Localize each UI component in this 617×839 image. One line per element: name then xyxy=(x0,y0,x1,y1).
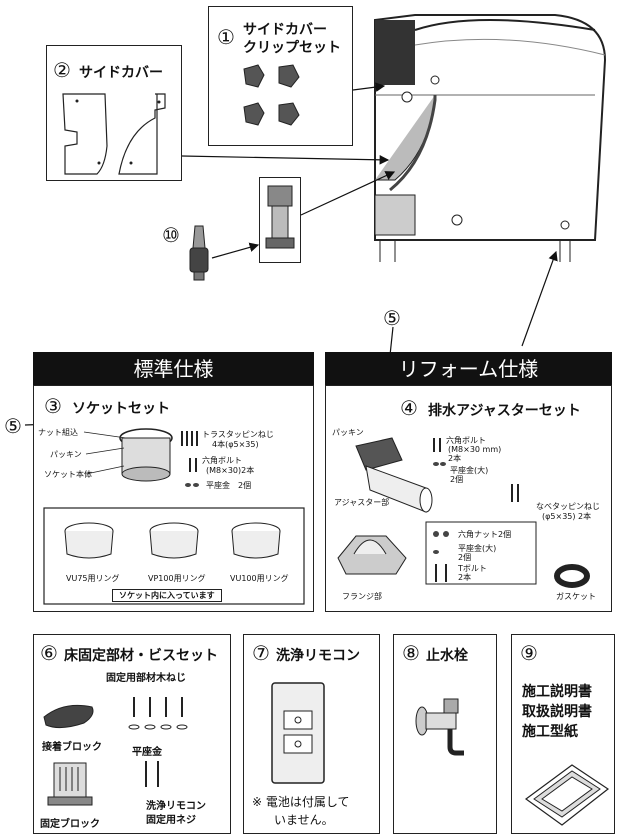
remote-title: 洗浄リモコン xyxy=(276,648,360,664)
wood-screw-label: 固定用部材木ねじ xyxy=(106,673,186,684)
battery-note-2: いません。 xyxy=(274,813,334,827)
manual-item-1: 施工説明書 xyxy=(522,684,592,700)
remote-screw-label-1: 洗浄リモコン xyxy=(146,801,206,812)
hex-nut-label: 六角ナット2個 xyxy=(458,530,512,539)
nut-label: ナット組込 xyxy=(38,428,78,437)
valve-number: ⑩ xyxy=(162,223,180,247)
ring-vu75-label: VU75用リング xyxy=(66,574,120,583)
flange-label: フランジ部 xyxy=(342,592,382,601)
callout-5-left: ⑤ xyxy=(4,414,22,438)
washer-large2-qty: 2個 xyxy=(458,553,472,562)
truss-screw-label: トラスタッピンねじ xyxy=(202,430,274,439)
flat-washer-label-floor: 平座金 xyxy=(132,747,162,758)
stop-valve-box: ⑧ 止水栓 xyxy=(393,634,497,834)
floor-set-number: ⑥ xyxy=(40,641,58,665)
pan-screw-label: なべタッピンねじ xyxy=(536,502,600,511)
socket-drawing xyxy=(43,428,305,605)
side-cover-shapes xyxy=(62,93,166,175)
manual-item-2: 取扱説明書 xyxy=(522,704,592,720)
socket-packing-label: パッキン xyxy=(50,450,82,459)
connector-closeup xyxy=(259,177,301,263)
side-cover-title: サイドカバー xyxy=(79,65,163,81)
socket-inside-note: ソケット内に入っています xyxy=(112,589,222,602)
adj-washer-label: 平座金(大) xyxy=(450,466,489,475)
clip-set-box: ① サイドカバー クリップセット xyxy=(208,6,353,146)
t-bolt-label: Tボルト xyxy=(458,564,487,573)
hex-bolt-qty: (M8×30)2本 xyxy=(206,466,255,475)
stop-valve-title: 止水栓 xyxy=(426,648,468,664)
valve-icon xyxy=(186,224,212,282)
adj-hex-bolt-count: 2本 xyxy=(448,454,462,463)
stop-valve-number: ⑧ xyxy=(402,641,420,665)
socket-set-number: ③ xyxy=(44,394,62,418)
floor-set-drawing xyxy=(43,697,188,806)
adjuster-part-label: アジャスター部 xyxy=(334,498,390,507)
floor-set-box: ⑥ 床固定部材・ビスセット 固定用部材木ねじ 接着ブロック 平座金 固定ブロック… xyxy=(33,634,231,834)
clip-icons xyxy=(243,64,300,126)
socket-body-label: ソケット本体 xyxy=(44,470,92,479)
standard-spec-box: ③ ソケットセット ナット組込 パッキン ソケット本体 トラスタッピンねじ 4本… xyxy=(33,385,314,612)
adhesive-block-label: 接着ブロック xyxy=(42,742,102,753)
standard-spec-header: 標準仕様 xyxy=(33,352,314,386)
adj-hex-bolt-qty: (M8×30 mm) xyxy=(448,445,502,454)
truss-screw-qty: 4本(φ5×35) xyxy=(212,440,259,449)
fixing-block-label: 固定ブロック xyxy=(40,819,100,830)
reform-spec-header: リフォーム仕様 xyxy=(325,352,612,386)
reform-spec-box: ④ 排水アジャスターセット パッキン アジャスター部 六角ボルト (M8×30 … xyxy=(325,385,612,612)
clip-set-title-1: サイドカバー xyxy=(243,22,327,38)
stop-valve-drawing xyxy=(415,698,464,756)
manual-item-3: 施工型紙 xyxy=(522,724,578,740)
remote-number: ⑦ xyxy=(252,641,270,665)
t-bolt-qty: 2本 xyxy=(458,573,472,582)
side-cover-box: ② サイドカバー xyxy=(46,45,182,181)
remote-box: ⑦ 洗浄リモコン ※ 電池は付属して いません。 xyxy=(243,634,380,834)
battery-note-1: ※ 電池は付属して xyxy=(252,795,350,809)
manuals-number: ⑨ xyxy=(520,641,538,665)
adj-hex-bolt-label: 六角ボルト xyxy=(446,436,486,445)
gasket-label: ガスケット xyxy=(556,592,596,601)
ring-vu100-label: VU100用リング xyxy=(230,574,289,583)
toilet-illustration xyxy=(355,0,617,270)
washer-large2-label: 平座金(大) xyxy=(458,544,497,553)
adjuster-set-number: ④ xyxy=(400,396,418,420)
adjuster-packing-label: パッキン xyxy=(332,428,364,437)
floor-set-title: 床固定部材・ビスセット xyxy=(64,648,218,664)
manuals-drawing xyxy=(524,764,610,826)
pan-screw-qty: (φ5×35) 2本 xyxy=(542,512,592,521)
remote-screw-label-2: 固定用ネジ xyxy=(146,815,196,826)
ring-vp100-label: VP100用リング xyxy=(148,574,206,583)
clip-set-number: ① xyxy=(217,25,235,49)
flat-washer-label: 平座金 2個 xyxy=(206,481,252,490)
callout-5-top: ⑤ xyxy=(383,306,401,330)
side-cover-number: ② xyxy=(53,58,71,82)
adjuster-drawing xyxy=(337,437,590,588)
socket-set-title: ソケットセット xyxy=(72,401,170,417)
remote-drawing xyxy=(271,682,325,784)
hex-bolt-label: 六角ボルト xyxy=(202,456,242,465)
adjuster-set-title: 排水アジャスターセット xyxy=(428,403,581,419)
clip-set-title-2: クリップセット xyxy=(243,40,341,56)
manuals-box: ⑨ 施工説明書 取扱説明書 施工型紙 xyxy=(511,634,615,834)
adj-washer-qty: 2個 xyxy=(450,475,464,484)
